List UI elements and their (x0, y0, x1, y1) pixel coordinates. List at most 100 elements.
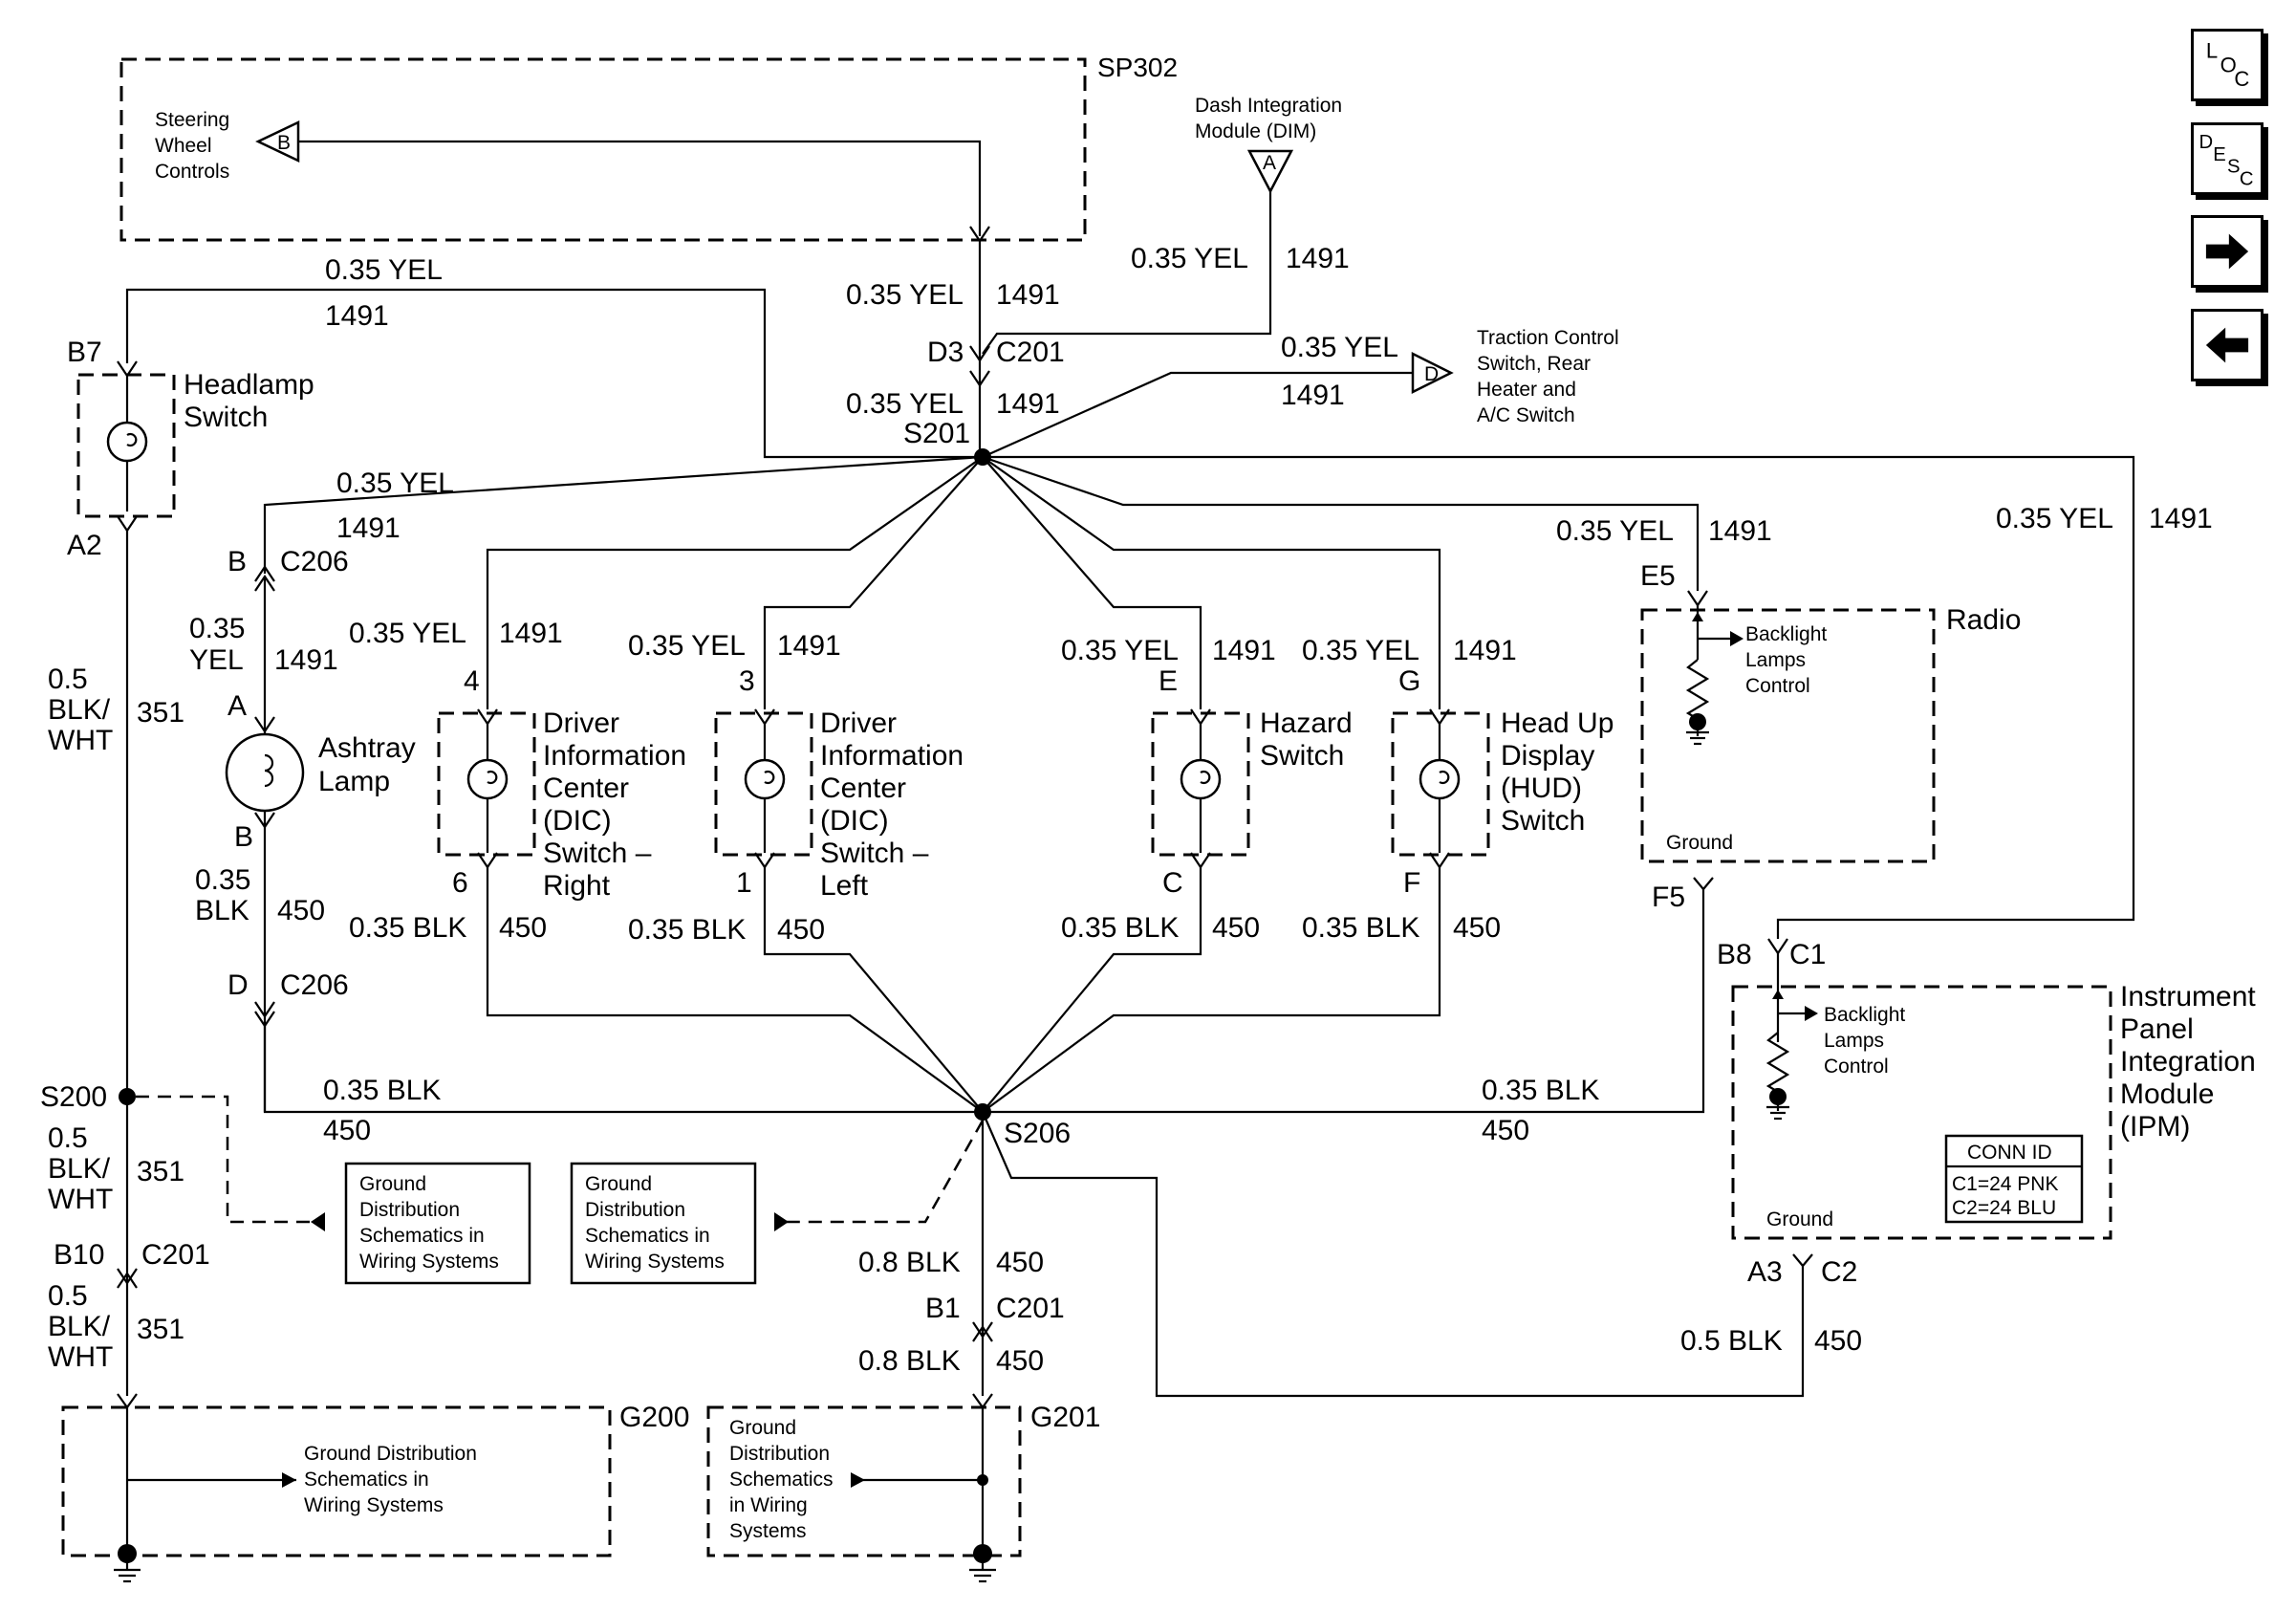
dic-right-pin-6: 6 (452, 867, 468, 899)
dic-right-label-6: Right (543, 870, 611, 902)
dic-left-switch-icon (744, 758, 786, 800)
circuit-450-s206-left: 450 (323, 1115, 371, 1146)
traction-label-2: Switch, Rear (1477, 353, 1591, 375)
conn-id-header: CONN ID (1967, 1142, 2052, 1164)
svg-text:C: C (2234, 67, 2249, 91)
dic-right-label-2: Information (543, 740, 686, 772)
circuit-450-radio: 450 (1482, 1115, 1529, 1146)
wire-yel-traction: 0.35 YEL (1281, 332, 1398, 363)
circuit-1491-riser-2: 1491 (996, 388, 1060, 420)
hud-pin-f: F (1403, 867, 1420, 899)
headlamp-block: 0.35 YEL 1491 B7 Headlamp Switch A2 0.5 … (40, 254, 983, 1396)
hazard-label-1: Hazard (1260, 708, 1353, 739)
g200-ground-icon (118, 1544, 137, 1563)
g201-ground-icon (973, 1544, 992, 1563)
dic-right-pin-4: 4 (464, 665, 480, 697)
steering-wheel-pin: B (277, 132, 291, 154)
circuit-450-ashtray: 450 (277, 895, 325, 926)
ashtray-label-2: Lamp (318, 766, 390, 797)
hazard-pin-c: C (1162, 867, 1183, 899)
svg-text:S: S (2227, 157, 2241, 178)
traction-label-1: Traction Control (1477, 327, 1619, 349)
circuit-351-3: 351 (137, 1314, 184, 1345)
desc-icon: D E S C (2199, 132, 2254, 190)
dim-block: Dash Integration Module (DIM) A 0.35 YEL… (982, 95, 1350, 355)
radio-backlight-label-1: Backlight (1745, 623, 1827, 645)
circuit-1491-dic-right: 1491 (499, 618, 563, 649)
traction-connector-icon (1411, 351, 1454, 395)
wire-blkwht-1b: BLK/ (48, 694, 111, 726)
circuit-450-hud: 450 (1453, 912, 1501, 944)
radio-backlight-label-2: Lamps (1745, 649, 1806, 671)
wire-blk-hazard: 0.35 BLK (1061, 912, 1179, 944)
g200-text-3: Wiring Systems (304, 1494, 444, 1516)
dic-right-label-4: (DIC) (543, 805, 612, 837)
hazard-pin-e: E (1159, 665, 1178, 697)
circuit-1491-ashtray-2: 1491 (274, 644, 338, 676)
center-riser: 0.35 YEL 1491 D3 C201 0.35 YEL 1491 S201 (846, 241, 1065, 466)
hud-label-4: Switch (1501, 805, 1585, 837)
conn-id-table (1944, 1134, 2084, 1224)
splice-s206-label: S206 (1004, 1118, 1071, 1149)
wire-blkwht-2a: 0.5 (48, 1122, 88, 1154)
ashtray-lamp-icon (225, 732, 305, 813)
wire-blk-radio: 0.35 BLK (1482, 1075, 1599, 1106)
connector-b1: B1 (925, 1293, 961, 1324)
hud-label-2: Display (1501, 740, 1594, 772)
wire-blkwht-1c: WHT (48, 725, 113, 756)
ground-ref-left-2: Distribution (359, 1199, 460, 1221)
g201-text-5: Systems (729, 1520, 807, 1542)
circuit-450-ipm: 450 (1814, 1325, 1862, 1357)
connector-a3: A3 (1747, 1256, 1783, 1288)
dic-left-label-1: Driver (820, 708, 897, 739)
next-button[interactable] (2191, 215, 2264, 288)
circuit-450-hazard: 450 (1212, 912, 1260, 944)
svg-text:C: C (2240, 169, 2254, 190)
wire-yel-headlamp: 0.35 YEL (325, 254, 443, 286)
circuit-351-2: 351 (137, 1156, 184, 1187)
ashtray-label-1: Ashtray (318, 732, 416, 764)
dic-left-label-5: Switch – (820, 838, 929, 869)
circuit-1491-dim: 1491 (1286, 243, 1350, 274)
connector-c201-left: C201 (141, 1239, 210, 1271)
splice-s200 (119, 1088, 136, 1105)
wire-blk-ashtray-stack-2: BLK (195, 895, 249, 926)
dim-label-2: Module (DIM) (1195, 120, 1316, 142)
dic-left-label-6: Left (820, 870, 869, 902)
svg-text:L: L (2206, 39, 2218, 63)
desc-button[interactable]: D E S C (2191, 122, 2264, 195)
dim-pin: A (1263, 152, 1276, 174)
ipm-ground-label: Ground (1766, 1208, 1833, 1230)
dic-left-label-2: Information (820, 740, 964, 772)
connector-b7: B7 (67, 337, 102, 368)
connector-c2: C2 (1821, 1256, 1857, 1288)
dim-label-1: Dash Integration (1195, 95, 1342, 117)
wire-yel-ashtray: 0.35 YEL (336, 468, 454, 499)
dic-left-label-3: Center (820, 773, 906, 804)
ground-ref-right-2: Distribution (585, 1199, 685, 1221)
wire-blk-dic-left: 0.35 BLK (628, 914, 746, 946)
wire-yel-radio: 0.35 YEL (1556, 515, 1674, 547)
ipm-block: 0.35 YEL 1491 B8 C1 Backlight Lamps Cont… (981, 455, 2256, 1398)
g200-text-2: Schematics in (304, 1469, 429, 1491)
loc-button[interactable]: L O C (2191, 29, 2264, 101)
circuit-1491-dic-left: 1491 (777, 630, 841, 662)
traction-pin: D (1424, 363, 1439, 385)
steering-wheel-label-3: Controls (155, 161, 229, 183)
prev-button[interactable] (2191, 309, 2264, 381)
g200-block: G200 Ground Distribution Schematics in W… (61, 1393, 689, 1583)
connector-c201-top: C201 (996, 337, 1065, 368)
dic-left-label-4: (DIC) (820, 805, 889, 837)
connector-b10: B10 (54, 1239, 104, 1271)
dic-right-label-5: Switch – (543, 838, 652, 869)
wire-blkwht-3c: WHT (48, 1341, 113, 1373)
wire-blkwht-2c: WHT (48, 1184, 113, 1215)
hazard-block: E 0.35 YEL 1491 Hazard Switch C 0.35 BLK… (982, 456, 1353, 1113)
dic-left-pin-1: 1 (736, 867, 752, 899)
s206-area: 0.35 BLK 450 S206 0.8 BLK 450 B1 C201 0.… (263, 1026, 1071, 1396)
circuit-1491-hazard: 1491 (1212, 635, 1276, 666)
connector-b8: B8 (1717, 939, 1752, 970)
circuit-1491-traction: 1491 (1281, 380, 1345, 411)
wire-blk-ashtray-stack-1: 0.35 (195, 864, 250, 896)
wire-yel-ashtray-stack-1: 0.35 (189, 613, 245, 644)
